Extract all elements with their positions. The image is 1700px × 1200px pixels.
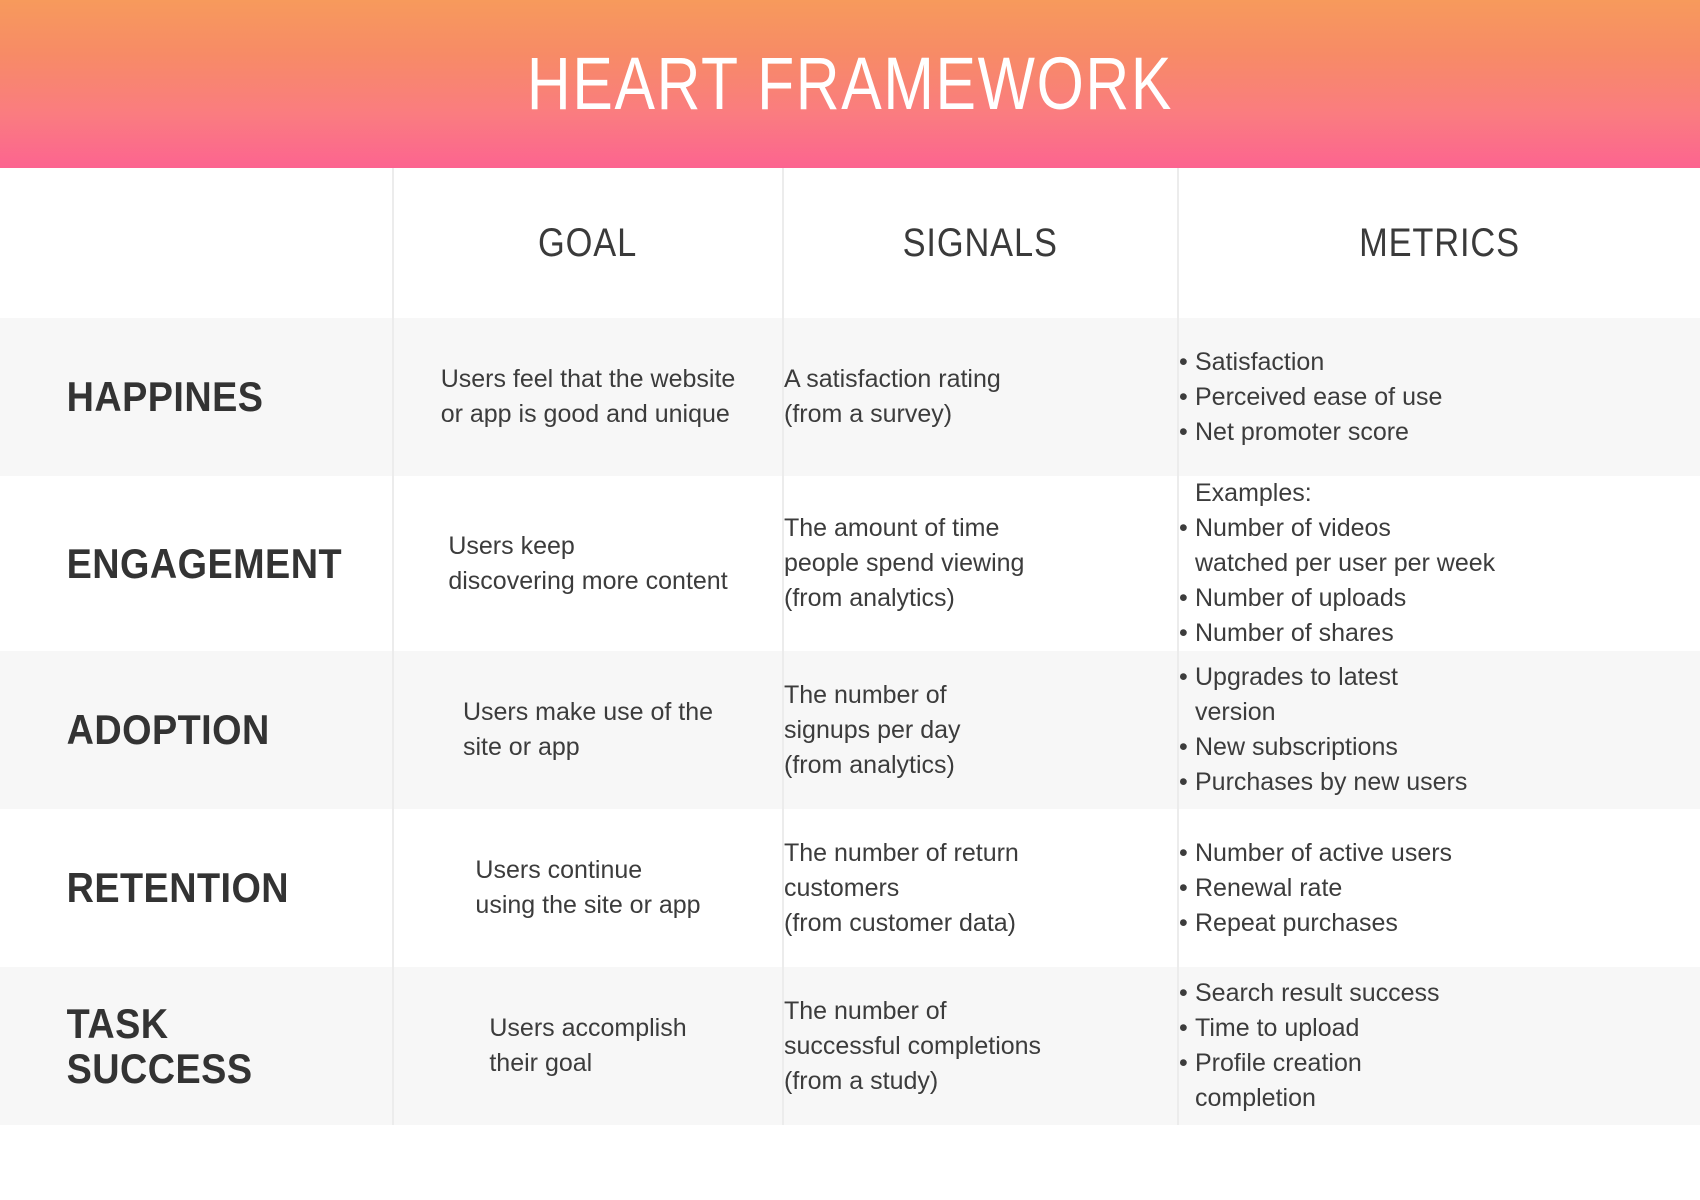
column-header-signals-label: SIGNALS: [902, 220, 1059, 265]
column-header-signals: SIGNALS: [783, 168, 1179, 318]
row-metrics-cell: Satisfaction Perceived ease of use Net p…: [1178, 318, 1700, 476]
metrics-list: Number of videos watched per user per we…: [1179, 511, 1700, 651]
dimension-label: ENGAGEMENT: [66, 539, 343, 587]
table-row: RETENTION Users continue using the site …: [0, 809, 1700, 967]
column-header-goal-label: GOAL: [538, 220, 638, 265]
signals-text: The amount of time people spend viewing …: [784, 514, 1025, 612]
table-row: TASK SUCCESS Users accomplish their goal…: [0, 967, 1700, 1125]
column-header-metrics-label: METRICS: [1359, 220, 1520, 265]
table-row: ADOPTION Users make use of the site or a…: [0, 651, 1700, 809]
goal-text: Users feel that the website or app is go…: [440, 365, 736, 428]
dimension-label: TASK SUCCESS: [66, 999, 253, 1092]
row-goal-cell: Users continue using the site or app: [393, 809, 784, 967]
metrics-list: Satisfaction Perceived ease of use Net p…: [1179, 345, 1700, 450]
signals-text: The number of signups per day (from anal…: [784, 680, 961, 779]
row-dimension-cell: ADOPTION: [0, 651, 394, 809]
row-metrics-cell: Number of active users Renewal rate Repe…: [1178, 809, 1700, 967]
metrics-list: Search result success Time to upload Pro…: [1179, 976, 1700, 1116]
row-signals-cell: The number of return customers (from cus…: [783, 809, 1179, 967]
row-dimension-cell: TASK SUCCESS: [0, 967, 394, 1125]
table-header-row: GOAL SIGNALS METRICS: [0, 168, 1700, 318]
dimension-label: HAPPINES: [66, 373, 264, 421]
column-header-metrics: METRICS: [1178, 168, 1700, 318]
row-metrics-cell: Search result success Time to upload Pro…: [1178, 967, 1700, 1125]
row-signals-cell: The amount of time people spend viewing …: [783, 476, 1179, 651]
metrics-list-item: Perceived ease of use: [1179, 380, 1700, 415]
heart-framework-table: GOAL SIGNALS METRICS HAPPINES Users feel…: [0, 168, 1700, 1125]
metrics-list-item: Net promoter score: [1179, 415, 1700, 450]
row-metrics-cell: Examples: Number of videos watched per u…: [1178, 476, 1700, 651]
dimension-label: RETENTION: [66, 864, 290, 912]
metrics-list-item: Upgrades to latest version: [1179, 660, 1700, 730]
table-body: HAPPINES Users feel that the website or …: [0, 318, 1700, 1125]
page-title: HEART FRAMEWORK: [526, 42, 1174, 125]
dimension-label: ADOPTION: [66, 706, 270, 754]
row-goal-cell: Users make use of the site or app: [393, 651, 784, 809]
metrics-list-item: Time to upload: [1179, 1011, 1700, 1046]
goal-text: Users continue using the site or app: [475, 856, 701, 919]
row-metrics-cell: Upgrades to latest version New subscript…: [1178, 651, 1700, 809]
signals-text: A satisfaction rating (from a survey): [784, 365, 1001, 428]
row-dimension-cell: ENGAGEMENT: [0, 476, 394, 651]
metrics-list: Upgrades to latest version New subscript…: [1179, 660, 1700, 800]
goal-text: Users accomplish their goal: [489, 1014, 687, 1077]
row-signals-cell: A satisfaction rating (from a survey): [783, 318, 1179, 476]
metrics-list-item: Search result success: [1179, 976, 1700, 1011]
row-dimension-cell: HAPPINES: [0, 318, 394, 476]
row-goal-cell: Users feel that the website or app is go…: [393, 318, 784, 476]
metrics-list-item: Renewal rate: [1179, 871, 1700, 906]
metrics-list-item: Profile creation completion: [1179, 1046, 1700, 1116]
metrics-list-item: Purchases by new users: [1179, 765, 1700, 800]
table-row: HAPPINES Users feel that the website or …: [0, 318, 1700, 476]
metrics-list-item: Number of active users: [1179, 836, 1700, 871]
metrics-list-item: Number of uploads: [1179, 581, 1700, 616]
metrics-list-item: Repeat purchases: [1179, 906, 1700, 941]
table-row: ENGAGEMENT Users keep discovering more c…: [0, 476, 1700, 651]
page-banner: HEART FRAMEWORK: [0, 0, 1700, 168]
goal-text: Users keep discovering more content: [448, 531, 728, 595]
metrics-intro: Examples:: [1195, 479, 1312, 507]
metrics-list-item: New subscriptions: [1179, 730, 1700, 765]
metrics-list: Number of active users Renewal rate Repe…: [1179, 836, 1700, 941]
row-goal-cell: Users keep discovering more content: [393, 476, 784, 651]
metrics-list-item: Number of shares: [1179, 616, 1700, 651]
row-dimension-cell: RETENTION: [0, 809, 394, 967]
signals-text: The number of return customers (from cus…: [784, 838, 1019, 937]
row-signals-cell: The number of successful completions (fr…: [783, 967, 1179, 1125]
signals-text: The number of successful completions (fr…: [784, 996, 1042, 1095]
column-header-dimension: [0, 168, 394, 318]
goal-text: Users make use of the site or app: [462, 698, 714, 761]
metrics-list-item: Satisfaction: [1179, 345, 1700, 380]
column-header-goal: GOAL: [393, 168, 784, 318]
row-goal-cell: Users accomplish their goal: [393, 967, 784, 1125]
metrics-list-item: Number of videos watched per user per we…: [1179, 511, 1700, 581]
row-signals-cell: The number of signups per day (from anal…: [783, 651, 1179, 809]
